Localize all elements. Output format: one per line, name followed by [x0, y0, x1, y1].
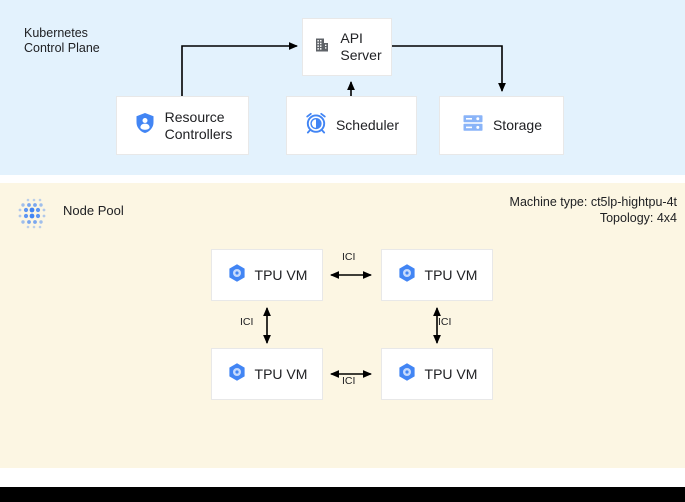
node-label: API Server: [340, 30, 382, 63]
topology-text: Topology: 4x4: [599, 211, 677, 225]
node-label: Scheduler: [335, 117, 400, 133]
node-pool-label: Node Pool: [63, 203, 124, 218]
tpu-vm-box[interactable]: TPU VM: [381, 249, 493, 301]
ici-link-label: ICI: [240, 316, 254, 328]
alarm-clock-icon: [304, 111, 328, 140]
tpu-vm-label: TPU VM: [424, 365, 478, 382]
server-rack-icon: [461, 111, 485, 140]
tpu-vm-label: TPU VM: [254, 266, 308, 283]
tpu-vm-label: TPU VM: [254, 365, 308, 382]
machine-info: Machine type: ct5lp-hightpu-4t Topology:…: [510, 194, 677, 226]
node-resource-controllers[interactable]: Resource Controllers: [116, 96, 249, 155]
tpu-hex-icon: [227, 362, 247, 387]
tpu-hex-icon: [397, 263, 417, 288]
control-plane-label: Kubernetes Control Plane: [24, 26, 100, 55]
tpu-vm-box[interactable]: TPU VM: [381, 348, 493, 400]
tpu-vm-box[interactable]: TPU VM: [211, 249, 323, 301]
tpu-vm-label: TPU VM: [424, 266, 478, 283]
node-scheduler[interactable]: Scheduler: [286, 96, 417, 155]
node-label: Storage: [492, 117, 543, 133]
ici-link-label: ICI: [438, 316, 452, 328]
node-pool-panel: [0, 183, 685, 468]
node-api-server[interactable]: API Server: [302, 18, 392, 76]
machine-type-text: Machine type: ct5lp-hightpu-4t: [509, 195, 677, 209]
tpu-vm-box[interactable]: TPU VM: [211, 348, 323, 400]
bottom-bar: [0, 487, 685, 502]
ici-link-label: ICI: [342, 375, 356, 387]
building-icon: [312, 35, 332, 60]
node-label: Resource Controllers: [164, 108, 233, 142]
tpu-hex-icon: [397, 362, 417, 387]
shield-person-icon: [133, 111, 157, 140]
tpu-hex-icon: [227, 263, 247, 288]
dot-matrix-icon: [16, 196, 52, 237]
ici-link-label: ICI: [342, 251, 356, 263]
node-storage[interactable]: Storage: [439, 96, 564, 155]
